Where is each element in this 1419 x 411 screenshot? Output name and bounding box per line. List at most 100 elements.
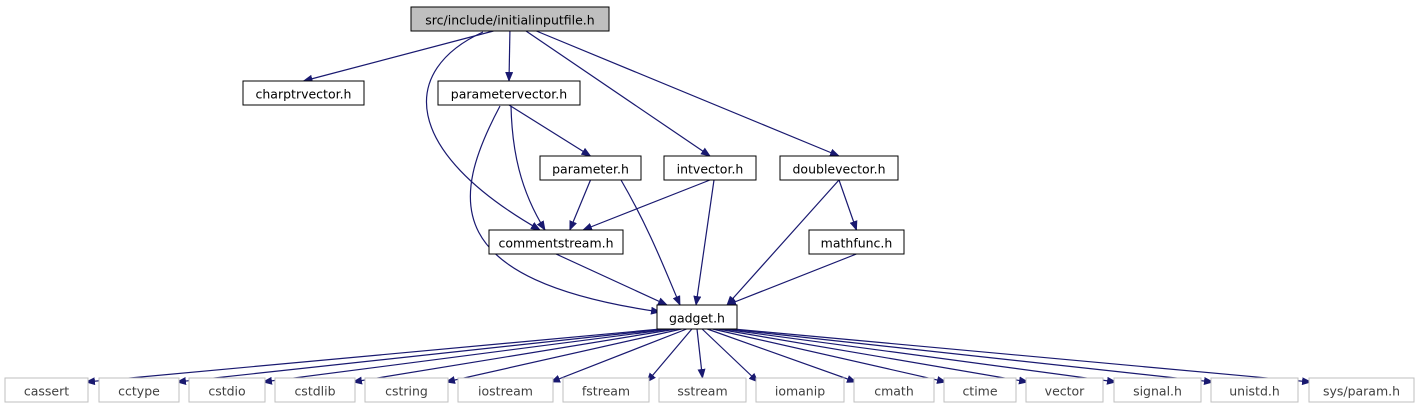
node-iomanip[interactable]: iomanip <box>755 377 845 403</box>
edge-initialinputfile-to-commentstream <box>425 31 541 231</box>
node-box-initialinputfile <box>410 6 610 32</box>
node-label-initialinputfile: src/include/initialinputfile.h <box>425 13 594 28</box>
node-cstdio[interactable]: cstdio <box>188 377 266 403</box>
edge-gadget-to-cmath <box>707 328 857 383</box>
edge-commentstream-to-gadget <box>555 253 668 306</box>
node-label-cstdio: cstdio <box>208 384 245 399</box>
edge-initialinputfile-to-charptrvector <box>302 30 494 83</box>
node-label-cstdlib: cstdlib <box>294 384 335 399</box>
edge-gadget-to-cstring <box>445 328 682 384</box>
node-label-commentstream: commentstream.h <box>498 236 613 251</box>
node-box-iomanip <box>755 377 845 403</box>
edge-initialinputfile-to-intvector <box>525 30 711 157</box>
node-label-unistd: unistd.h <box>1229 384 1280 399</box>
node-box-cstdlib <box>274 377 356 403</box>
node-label-ctime: ctime <box>962 384 997 399</box>
node-box-mathfunc <box>808 229 905 255</box>
edge-gadget-to-iomanip <box>701 328 759 383</box>
edge-gadget-to-cstdlib <box>352 328 677 385</box>
node-label-vector: vector <box>1045 384 1086 399</box>
node-label-gadget: gadget.h <box>669 311 725 326</box>
node-initialinputfile[interactable]: src/include/initialinputfile.h <box>410 6 610 32</box>
edge-gadget-to-cstdio <box>262 328 672 385</box>
node-unistd[interactable]: unistd.h <box>1210 377 1299 403</box>
node-cassert[interactable]: cassert <box>4 377 89 403</box>
node-box-sstream <box>658 377 747 403</box>
node-label-cctype: cctype <box>118 384 160 399</box>
edge-gadget-to-sstream <box>696 328 706 379</box>
node-label-cassert: cassert <box>24 384 69 399</box>
edge-parametervector-to-gadget <box>469 105 661 315</box>
node-box-cmath <box>853 377 935 403</box>
node-box-cctype <box>98 377 180 403</box>
node-box-vector <box>1025 377 1104 403</box>
node-charptrvector[interactable]: charptrvector.h <box>242 80 365 106</box>
node-commentstream[interactable]: commentstream.h <box>488 229 624 255</box>
edge-initialinputfile-to-doublevector <box>536 30 840 157</box>
node-label-doublevector: doublevector.h <box>793 162 886 177</box>
edge-intvector-to-commentstream <box>582 179 711 231</box>
node-ctime[interactable]: ctime <box>943 377 1017 403</box>
edge-parameter-to-commentstream <box>569 179 592 231</box>
edge-intvector-to-gadget <box>693 179 715 306</box>
node-label-cmath: cmath <box>874 384 914 399</box>
node-iostream[interactable]: iostream <box>457 377 554 403</box>
node-gadget[interactable]: gadget.h <box>656 304 738 330</box>
edge-gadget-to-unistd <box>727 328 1214 385</box>
edge-gadget-to-sysparam <box>732 328 1312 386</box>
node-parametervector[interactable]: parametervector.h <box>437 80 581 106</box>
node-cctype[interactable]: cctype <box>98 377 180 403</box>
edge-initialinputfile-to-parametervector <box>505 30 514 82</box>
edge-parametervector-to-commentstream <box>510 105 546 231</box>
node-label-intvector: intvector.h <box>677 162 744 177</box>
edge-gadget-to-vector <box>717 328 1029 385</box>
node-box-doublevector <box>779 155 899 181</box>
node-vector[interactable]: vector <box>1025 377 1104 403</box>
edge-doublevector-to-mathfunc <box>838 179 858 231</box>
node-intvector[interactable]: intvector.h <box>663 155 757 181</box>
nodes-layer: src/include/initialinputfile.h charptrvec… <box>4 6 1415 403</box>
edges-layer <box>85 30 1312 386</box>
node-box-sysparam <box>1308 377 1415 403</box>
edge-mathfunc-to-gadget <box>726 253 857 306</box>
edge-parametervector-to-parameter <box>508 104 592 157</box>
node-box-commentstream <box>488 229 624 255</box>
node-doublevector[interactable]: doublevector.h <box>779 155 899 181</box>
node-label-signal: signal.h <box>1133 384 1182 399</box>
edge-gadget-to-signal <box>722 328 1117 385</box>
edge-gadget-to-cassert <box>85 328 662 386</box>
node-box-charptrvector <box>242 80 365 106</box>
node-label-iostream: iostream <box>478 384 533 399</box>
node-label-iomanip: iomanip <box>775 384 825 399</box>
edge-doublevector-to-gadget <box>726 179 840 306</box>
node-box-unistd <box>1210 377 1299 403</box>
node-box-iostream <box>457 377 554 403</box>
node-signal[interactable]: signal.h <box>1113 377 1202 403</box>
edge-gadget-to-iostream <box>550 328 687 383</box>
node-cstring[interactable]: cstring <box>364 377 449 403</box>
node-label-fstream: fstream <box>582 384 630 399</box>
node-sstream[interactable]: sstream <box>658 377 747 403</box>
node-label-charptrvector: charptrvector.h <box>256 87 352 102</box>
node-mathfunc[interactable]: mathfunc.h <box>808 229 905 255</box>
node-fstream[interactable]: fstream <box>562 377 650 403</box>
node-parameter[interactable]: parameter.h <box>539 155 642 181</box>
node-label-sysparam: sys/param.h <box>1323 384 1400 399</box>
node-box-ctime <box>943 377 1017 403</box>
node-label-mathfunc: mathfunc.h <box>821 236 893 251</box>
node-cmath[interactable]: cmath <box>853 377 935 403</box>
edge-parameter-to-gadget <box>620 179 681 306</box>
node-box-parametervector <box>437 80 581 106</box>
node-box-cstdio <box>188 377 266 403</box>
edge-gadget-to-ctime <box>712 328 947 384</box>
node-box-cstring <box>364 377 449 403</box>
node-label-parameter: parameter.h <box>552 162 629 177</box>
node-box-intvector <box>663 155 757 181</box>
node-box-fstream <box>562 377 650 403</box>
node-sysparam[interactable]: sys/param.h <box>1308 377 1415 403</box>
node-cstdlib[interactable]: cstdlib <box>274 377 356 403</box>
node-label-parametervector: parametervector.h <box>451 87 567 102</box>
node-box-signal <box>1113 377 1202 403</box>
node-box-parameter <box>539 155 642 181</box>
